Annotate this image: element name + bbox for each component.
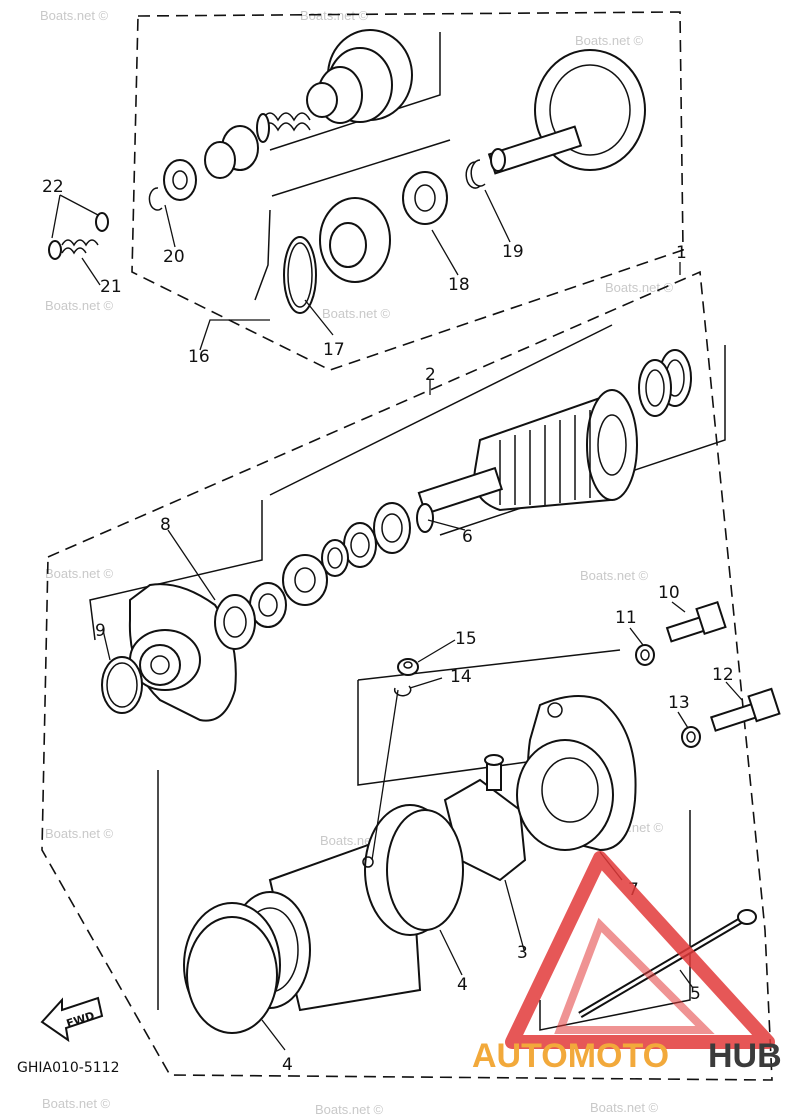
- clutch-assembly-boundary: [131, 11, 684, 371]
- watermark: Boats.net ©: [605, 280, 674, 295]
- callout-4a: 4: [457, 975, 468, 995]
- callout-20: 20: [163, 247, 185, 267]
- callout-10: 10: [658, 583, 680, 603]
- callout-16: 16: [188, 347, 210, 367]
- watermark: Boats.net ©: [590, 1100, 659, 1115]
- diagram-code: GHIA010-5112: [17, 1060, 119, 1076]
- group-boundaries: [41, 11, 773, 1081]
- callout-9: 9: [95, 621, 106, 641]
- callout-17: 17: [323, 340, 345, 360]
- forward-direction-arrow: FWD: [40, 996, 104, 1043]
- callout-2: 2: [425, 365, 436, 385]
- leader-lines: [51, 189, 743, 1051]
- watermark: Boats.net ©: [300, 8, 369, 23]
- watermark: Boats.net ©: [315, 1102, 384, 1117]
- callout-14: 14: [450, 667, 472, 687]
- callout-22: 22: [42, 177, 64, 197]
- gasket-4-front: [186, 916, 278, 1034]
- watermark: Boats.net ©: [42, 1096, 111, 1111]
- callout-3: 3: [517, 943, 528, 963]
- watermarks: Boats.net © Boats.net © Boats.net © Boat…: [40, 8, 674, 1117]
- watermark: Boats.net ©: [40, 8, 109, 23]
- armature: [416, 389, 638, 533]
- washer-11: [635, 644, 655, 666]
- automotohub-logo: AUTOMOTO HUB: [472, 851, 782, 1075]
- callout-13: 13: [668, 693, 690, 713]
- overrunning-clutch: [148, 29, 646, 314]
- callout-8: 8: [160, 515, 171, 535]
- front-cover: [128, 583, 256, 722]
- spring-and-washers: [48, 212, 109, 260]
- long-bolt-5: [578, 909, 757, 1019]
- watermark: Boats.net ©: [45, 826, 114, 841]
- rear-cover: [516, 695, 637, 852]
- shim-washers-right: [638, 349, 692, 417]
- brush-holder: [443, 754, 527, 882]
- nut-and-washer: [393, 658, 419, 697]
- callout-21: 21: [100, 277, 122, 297]
- callout-15: 15: [455, 629, 477, 649]
- callout-5: 5: [690, 984, 701, 1004]
- watermark: Boats.net ©: [45, 298, 114, 313]
- watermark: Boats.net ©: [45, 566, 114, 581]
- callout-11: 11: [615, 608, 637, 628]
- watermark: Boats.net ©: [322, 306, 391, 321]
- o-ring-9: [101, 656, 143, 714]
- gasket-4-rear: [386, 809, 464, 931]
- watermark: Boats.net ©: [580, 568, 649, 583]
- bolt-10: [665, 600, 727, 643]
- callout-19: 19: [502, 242, 524, 262]
- starter-assembly-boundary: [41, 270, 773, 1081]
- callout-4b: 4: [282, 1055, 293, 1075]
- callout-12: 12: [712, 665, 734, 685]
- callout-18: 18: [448, 275, 470, 295]
- logo-hub-text: HUB: [708, 1037, 782, 1075]
- bolt-12: [709, 687, 781, 732]
- callout-1: 1: [676, 243, 687, 263]
- callout-6: 6: [462, 527, 473, 547]
- logo-auto-text: AUTOMOTO: [472, 1037, 669, 1075]
- shim-washers-left: [249, 502, 411, 628]
- washer-13: [681, 726, 701, 748]
- callout-labels: 1 2 3 4 4 5 6 7 8 9 10 11 12 13 14 15 16…: [42, 177, 734, 1075]
- watermark: Boats.net ©: [575, 33, 644, 48]
